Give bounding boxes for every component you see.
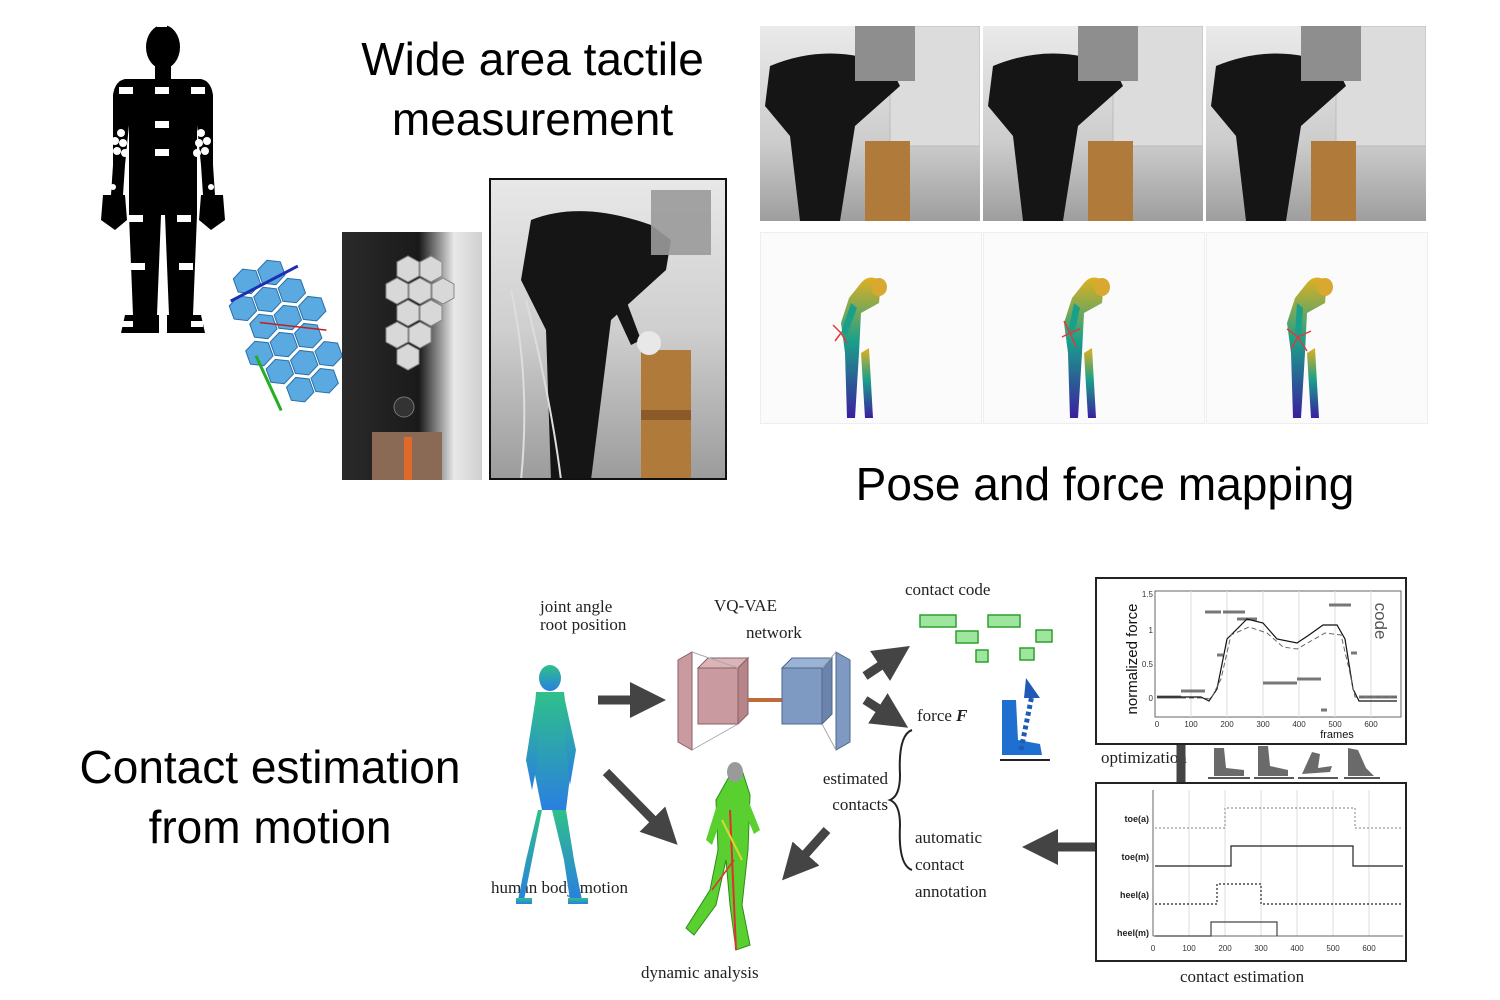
force-ytick-2: 1	[1149, 626, 1154, 635]
contact-chart: toe(a) toe(m) heel(a) heel(m) 0 100 200 …	[1095, 782, 1407, 962]
force-chart: normalized force code 0 0.5 1 1.5 0 100 …	[1095, 577, 1407, 745]
human-body-motion-icon	[516, 665, 588, 904]
contact-estimation-label: contact estimation	[1180, 967, 1305, 986]
input-label-line1: joint angle	[540, 597, 613, 616]
input-label: joint angle root position	[540, 598, 626, 634]
auto-line2: contact	[915, 855, 965, 874]
contact-row-0: toe(a)	[1125, 814, 1150, 824]
title-contact: Contact estimation from motion	[50, 738, 490, 858]
vqvae-network-icon	[677, 651, 851, 751]
pose-render-2	[983, 232, 1205, 424]
force-xtick-3: 300	[1256, 720, 1270, 729]
contact-xtick-5: 500	[1326, 944, 1340, 953]
contact-code-icon	[919, 614, 1053, 663]
estimated-line1: estimated	[822, 769, 888, 788]
title-tactile: Wide area tactile measurement	[330, 30, 735, 150]
pose-photo-1	[760, 26, 980, 221]
contact-code-label: contact code	[905, 580, 991, 599]
force-xtick-6: 600	[1364, 720, 1378, 729]
contact-xtick-3: 300	[1254, 944, 1268, 953]
force-ytick-3: 1.5	[1142, 590, 1154, 599]
estimated-contacts-label: estimated contacts	[812, 766, 888, 818]
title-contact-line2: from motion	[148, 800, 392, 853]
title-contact-line1: Contact estimation	[79, 741, 461, 793]
contact-xtick-6: 600	[1362, 944, 1376, 953]
sensor-closeup-photo	[342, 232, 482, 480]
pose-render-row	[760, 232, 1428, 424]
input-label-line2: root position	[540, 615, 627, 634]
force-chart-xlabel: frames	[1320, 729, 1354, 741]
title-tactile-line1: Wide area tactile	[361, 33, 704, 85]
force-xtick-0: 0	[1155, 720, 1160, 729]
pose-photo-2	[983, 26, 1203, 221]
tactile-skin-patch-icon	[228, 259, 343, 412]
pose-photo-row	[760, 26, 1426, 221]
body-sensor-layout-icon	[101, 20, 225, 333]
force-chart-ylabel: normalized force	[1124, 604, 1141, 715]
force-xtick-1: 100	[1184, 720, 1198, 729]
force-symbol: F	[956, 706, 968, 725]
auto-annotation-label: automatic contact annotation	[915, 824, 987, 905]
force-foot-icon	[1000, 678, 1050, 761]
force-label-text: force	[917, 706, 957, 725]
force-chart-code-label: code	[1371, 603, 1390, 640]
pose-render-3	[1206, 232, 1428, 424]
contact-xtick-4: 400	[1290, 944, 1304, 953]
dynamic-analysis-label: dynamic analysis	[641, 963, 759, 982]
subject-photo	[489, 178, 727, 480]
auto-line1: automatic	[915, 828, 983, 847]
force-xtick-4: 400	[1292, 720, 1306, 729]
vqvae-label-1: VQ-VAE	[714, 596, 777, 615]
pose-photo-3	[1206, 26, 1426, 221]
title-pose: Pose and force mapping	[855, 458, 1355, 510]
contact-row-3: heel(m)	[1117, 928, 1149, 938]
foot-contact-icons	[1208, 746, 1380, 779]
contact-row-1: toe(m)	[1122, 852, 1150, 862]
vqvae-label-2: network	[746, 623, 802, 642]
force-xtick-2: 200	[1220, 720, 1234, 729]
contact-row-2: heel(a)	[1120, 890, 1149, 900]
contact-xtick-2: 200	[1218, 944, 1232, 953]
auto-line3: annotation	[915, 882, 987, 901]
pose-render-1	[760, 232, 982, 424]
force-ytick-0: 0	[1149, 694, 1154, 703]
force-label: force F	[917, 706, 968, 726]
title-tactile-line2: measurement	[391, 92, 674, 145]
optimization-label: optimization	[1101, 748, 1187, 767]
contact-xtick-1: 100	[1182, 944, 1196, 953]
force-ytick-1: 0.5	[1142, 660, 1154, 669]
pipeline-graphics	[516, 614, 1100, 951]
estimated-line2: contacts	[832, 795, 888, 814]
contact-xtick-0: 0	[1151, 944, 1156, 953]
dynamic-analysis-icon	[685, 762, 760, 951]
force-xtick-5: 500	[1328, 720, 1342, 729]
